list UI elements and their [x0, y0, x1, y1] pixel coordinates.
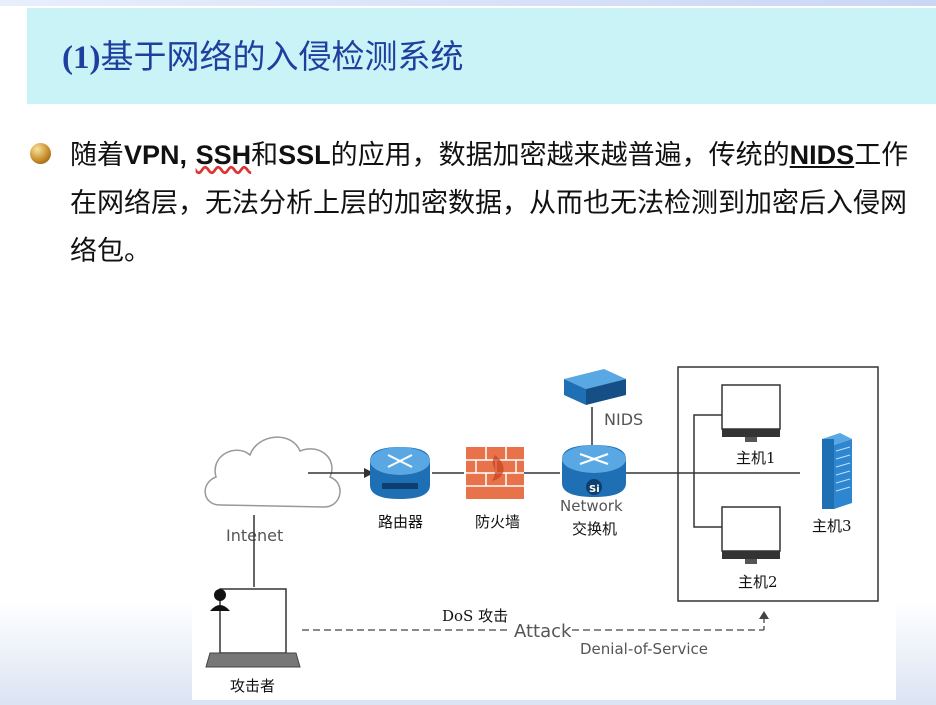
host2-monitor-icon — [721, 506, 781, 564]
text-segment: 的应用，数据加密越来越普遍，传统的 — [330, 140, 790, 171]
text-segment: 随着 — [70, 140, 124, 171]
network-label: Network — [560, 497, 623, 515]
host3-label: 主机3 — [812, 517, 852, 535]
attack-label: Attack — [514, 621, 572, 642]
title-number: (1) — [62, 40, 101, 76]
title-text: 基于网络的入侵检测系统 — [100, 37, 464, 76]
text-segment: 工作在网络层，无法分析上层的加密数据，从而也无法检测到加密后入侵网络包。 — [70, 140, 909, 267]
dos-attack-label: DoS 攻击 — [442, 607, 508, 625]
attacker-laptop-icon — [205, 588, 301, 668]
cloud-icon — [204, 436, 341, 508]
nids-device-icon — [564, 369, 626, 405]
text-segment: 和 — [251, 140, 279, 171]
si-label: Si — [589, 484, 600, 495]
title-band — [27, 8, 936, 104]
firewall-label: 防火墙 — [475, 513, 520, 531]
network-diagram: Intenet 路由器 — [192, 355, 896, 700]
host1-monitor-icon — [721, 384, 781, 442]
attack-arrow — [302, 611, 769, 631]
connection-lines — [253, 407, 800, 587]
nids-term: NIDS — [789, 140, 855, 170]
attacker-label: 攻击者 — [230, 677, 275, 695]
host3-server-icon — [822, 433, 852, 509]
bullet-icon — [30, 143, 51, 164]
host1-label: 主机1 — [736, 449, 776, 467]
host2-label: 主机2 — [738, 573, 778, 591]
switch-icon: Si — [562, 445, 626, 497]
slide-title: (1)基于网络的入侵检测系统 — [62, 30, 463, 78]
ssl-term: SSL — [278, 140, 331, 170]
top-accent-line — [0, 0, 936, 6]
nids-label: NIDS — [604, 410, 643, 429]
firewall-icon — [466, 447, 524, 499]
router-icon — [370, 447, 430, 499]
host-enclosure — [677, 366, 879, 602]
bullet-paragraph: 随着VPN, SSH和SSL的应用，数据加密越来越普遍，传统的NIDS工作在网络… — [70, 131, 930, 276]
switch-label: 交换机 — [572, 520, 617, 538]
router-label: 路由器 — [378, 513, 423, 531]
hacker-icon — [210, 589, 230, 611]
ssh-term: SSH — [195, 140, 252, 170]
diagram-svg: Intenet 路由器 — [204, 366, 879, 695]
vpn-term: VPN, — [124, 140, 188, 170]
dos-full-label: Denial-of-Service — [580, 640, 708, 658]
